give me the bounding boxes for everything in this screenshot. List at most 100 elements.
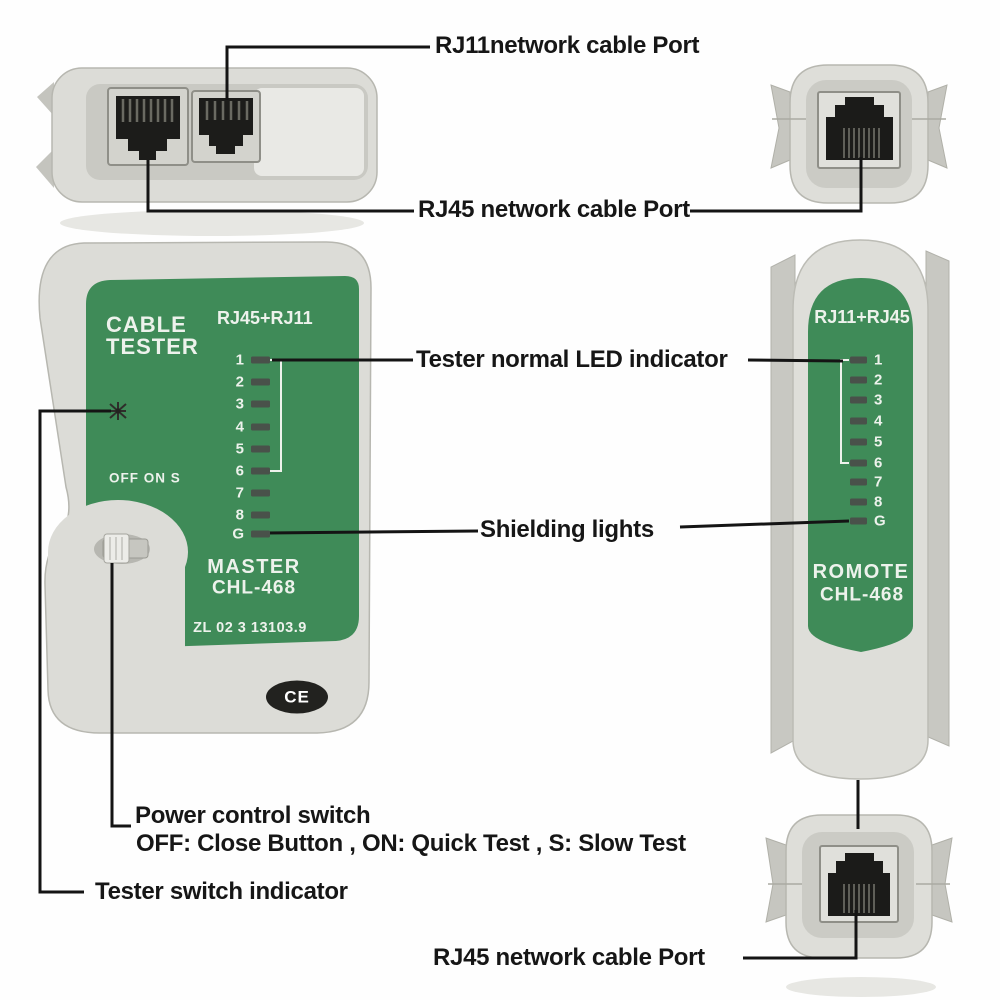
callout-line-rj45-bottom (743, 910, 858, 960)
remote-led-light-3 (850, 396, 867, 404)
master-led-row-1: 1 (226, 353, 270, 368)
master-led-light-7 (251, 489, 270, 497)
remote-led-label-4: 4 (874, 412, 883, 430)
callout-line-rj45-top-right (690, 157, 863, 213)
recess-highlight (254, 88, 364, 176)
master-led-label-1: 1 (235, 351, 244, 369)
master-brand-line1: CABLE (106, 312, 187, 337)
indicator-star-icon (109, 402, 127, 420)
master-brand-line2: TESTER (106, 334, 199, 359)
remote-led-light-6 (850, 459, 867, 467)
clip-tab-lower (36, 149, 54, 188)
remote-led-light-1 (850, 356, 867, 364)
remote-led-label-5: 5 (874, 433, 883, 451)
top-view-device (36, 67, 378, 203)
remote-led-label-3: 3 (874, 391, 883, 409)
remote-led-row-8: 8 (850, 495, 882, 510)
clip-tab-upper (37, 82, 54, 116)
remote-led-light-2 (850, 376, 867, 384)
left-fin (770, 254, 796, 754)
callout-line-rj11-top (225, 45, 430, 100)
remote-bottom-end-view (765, 814, 953, 959)
label-led-indicator: Tester normal LED indicator (416, 346, 728, 373)
remote-led-label-6: 6 (874, 454, 883, 472)
master-port-type: RJ45+RJ11 (217, 308, 313, 328)
rj45-pins (843, 884, 875, 913)
remote-led-label-2: 2 (874, 371, 883, 389)
remote-led-label-g: G (874, 512, 886, 530)
left-fin (770, 84, 791, 169)
ce-badge (266, 680, 328, 714)
switch-knob-ridges (109, 537, 123, 560)
right-fin (925, 250, 950, 747)
master-led-light-6 (251, 467, 270, 475)
callout-lines (38, 45, 863, 960)
master-led-row-4: 4 (226, 420, 270, 435)
callout-line-shield-left (266, 529, 479, 535)
shadow-top-device (60, 210, 364, 236)
shadow-bottom-device (786, 977, 936, 997)
callout-line-rj45-top-left (146, 160, 414, 213)
master-led-label-8: 8 (235, 506, 244, 524)
remote-top-end-view (770, 64, 948, 204)
callout-line-shield-right (679, 519, 850, 529)
master-led-light-8 (251, 511, 270, 519)
master-led-light-3 (251, 400, 270, 408)
remote-led-label-8: 8 (874, 493, 883, 511)
label-power-switch: Power control switch (135, 802, 371, 829)
callout-line-switch-indicator (38, 409, 111, 894)
master-led-light-2 (251, 378, 270, 386)
switch-bulge-base (48, 552, 185, 664)
master-led-light-4 (251, 423, 270, 431)
master-led-light-1 (251, 356, 270, 364)
remote-led-row-7: 7 (850, 475, 882, 490)
rj45-pins (843, 128, 880, 158)
master-led-label-4: 4 (235, 418, 244, 436)
right-fin (931, 837, 953, 923)
remote-led-light-g (850, 517, 867, 525)
remote-led-row-1: 1 (850, 353, 882, 368)
remote-led-row-3: 3 (850, 393, 882, 408)
master-led-row-3: 3 (226, 397, 270, 412)
master-led-row-6: 6 (226, 464, 270, 479)
remote-led-label-7: 7 (874, 473, 883, 491)
master-tester (38, 241, 372, 734)
remote-led-bracket (840, 359, 849, 464)
remote-led-light-5 (850, 438, 867, 446)
left-fin (765, 837, 787, 923)
remote-led-label-1: 1 (874, 351, 883, 369)
label-power-switch-modes: OFF: Close Button , ON: Quick Test , S: … (136, 830, 686, 857)
master-switch-positions: OFF ON S (109, 470, 181, 486)
master-led-light-g (251, 530, 270, 538)
master-led-row-5: 5 (226, 442, 270, 457)
remote-role: ROMOTE (812, 561, 910, 583)
callout-line-power-switch (110, 563, 131, 828)
remote-led-row-5: 5 (850, 435, 882, 450)
right-fin (927, 84, 948, 169)
remote-led-light-7 (850, 478, 867, 486)
master-serial: ZL 02 3 13103.9 (193, 619, 307, 636)
master-led-label-7: 7 (235, 484, 244, 502)
remote-led-light-8 (850, 498, 867, 506)
remote-led-light-4 (850, 417, 867, 425)
master-led-label-2: 2 (235, 373, 244, 391)
label-switch-indicator: Tester switch indicator (95, 878, 348, 905)
master-led-label-3: 3 (235, 395, 244, 413)
master-led-row-8: 8 (226, 508, 270, 523)
rj45-pins (121, 99, 174, 122)
master-led-light-5 (251, 445, 270, 453)
master-led-row-7: 7 (226, 486, 270, 501)
master-led-label-g: G (232, 525, 244, 543)
master-led-label-6: 6 (235, 462, 244, 480)
ce-mark: CE (284, 687, 310, 707)
remote-led-row-4: 4 (850, 414, 882, 429)
label-rj11-port: RJ11network cable Port (435, 32, 700, 59)
label-shielding-lights: Shielding lights (480, 516, 654, 543)
master-role: MASTER (207, 556, 301, 578)
callout-line-led-right (747, 358, 844, 363)
master-model: CHL-468 (211, 577, 297, 599)
remote-led-row-g: G (850, 514, 886, 529)
remote-model: CHL-468 (819, 584, 905, 606)
